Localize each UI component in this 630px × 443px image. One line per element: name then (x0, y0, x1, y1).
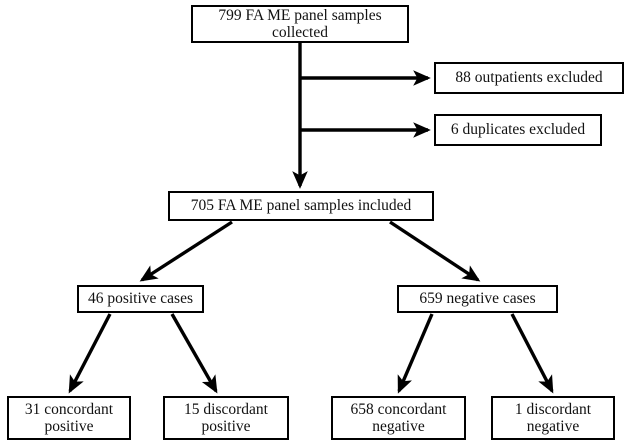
node-negative-cases-label: 659 negative cases (419, 290, 536, 308)
edge-included-to-negative (389, 220, 481, 282)
node-negative-cases: 659 negative cases (397, 285, 558, 313)
node-concordant-negative-label: 658 concordant negative (350, 400, 447, 435)
node-duplicates-excluded-label: 6 duplicates excluded (450, 121, 586, 139)
node-concordant-positive-label: 31 concordant positive (24, 400, 114, 435)
node-total-samples-label: 799 FA ME panel samples collected (218, 6, 382, 41)
node-positive-cases: 46 positive cases (77, 285, 204, 313)
edge-positive-to-discordant (170, 313, 218, 394)
node-samples-included-label: 705 FA ME panel samples included (190, 197, 412, 215)
node-discordant-negative: 1 discordant negative (491, 396, 615, 440)
node-concordant-negative: 658 concordant negative (331, 396, 466, 440)
node-discordant-positive: 15 discordant positive (163, 396, 289, 440)
node-concordant-positive: 31 concordant positive (7, 396, 131, 440)
node-positive-cases-label: 46 positive cases (87, 290, 194, 308)
node-outpatients-excluded-label: 88 outpatients excluded (455, 69, 603, 87)
edge-positive-to-concordant (68, 313, 112, 394)
node-duplicates-excluded: 6 duplicates excluded (434, 114, 602, 146)
edge-negative-to-discordant (510, 313, 554, 394)
node-discordant-negative-label: 1 discordant negative (514, 400, 592, 435)
node-total-samples: 799 FA ME panel samples collected (191, 5, 409, 43)
node-discordant-positive-label: 15 discordant positive (184, 400, 268, 435)
node-outpatients-excluded: 88 outpatients excluded (434, 62, 624, 94)
edge-included-to-positive (139, 220, 233, 282)
node-samples-included: 705 FA ME panel samples included (168, 191, 434, 221)
edge-negative-to-concordant (397, 313, 434, 394)
